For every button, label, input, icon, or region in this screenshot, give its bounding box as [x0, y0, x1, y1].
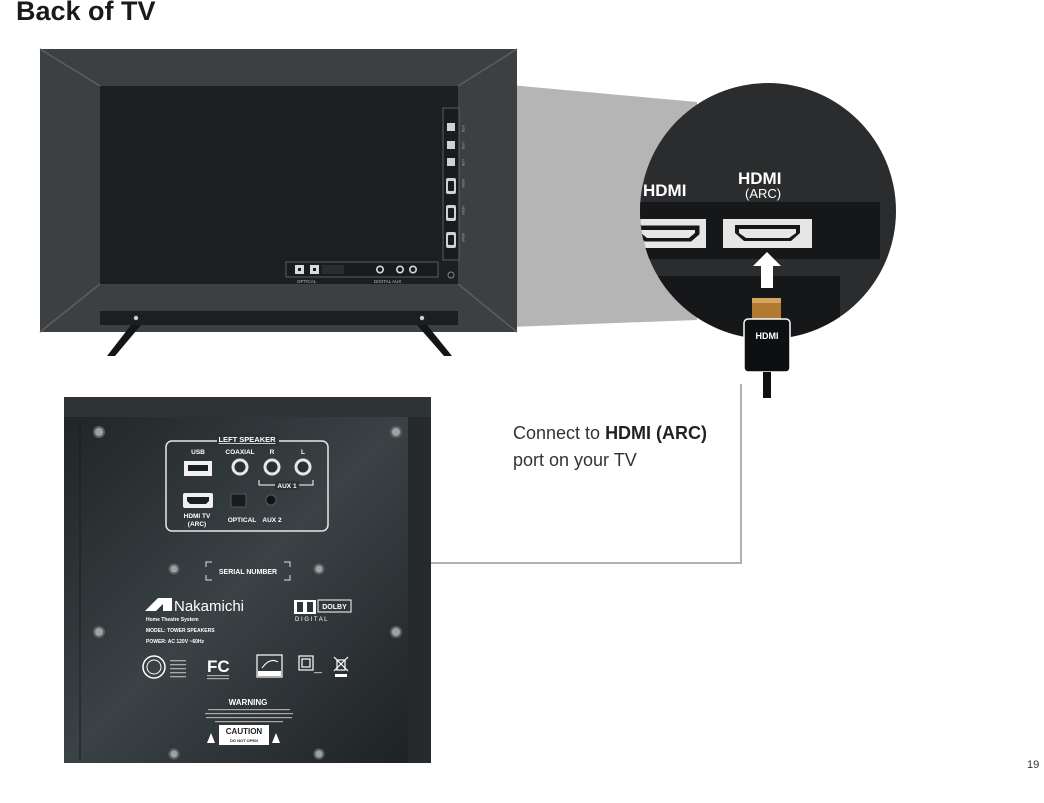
- tv-optical-label: OPTICAL: [297, 279, 317, 284]
- zoom-arc-label: (ARC): [745, 186, 781, 201]
- caution-subtitle: DO NOT OPEN: [230, 738, 258, 743]
- dolby-label: DOLBY: [322, 604, 347, 611]
- model-line: MODEL: TOWER SPEAKERS: [146, 628, 215, 634]
- zoom-hdmi-label: HDMI: [643, 181, 686, 200]
- plug-hdmi-label: HDMI: [756, 331, 779, 341]
- aux-l-jack-icon: [294, 458, 312, 476]
- instruction-part1: Connect to: [513, 423, 606, 443]
- tv-stand-bar: [100, 311, 458, 325]
- side-port-label: USB: [461, 125, 465, 133]
- screw-icon: [168, 748, 180, 760]
- warning-title: WARNING: [229, 698, 268, 707]
- tv-back: USB USB USB HDMI HDMI HDMI OPTICAL DIGIT…: [39, 48, 697, 356]
- aux1-label: AUX 1: [277, 483, 297, 490]
- aux-r-jack-icon: [263, 458, 281, 476]
- brand-name: Nakamichi: [174, 598, 244, 615]
- coaxial-label: COAXIAL: [225, 449, 254, 456]
- screw-icon: [93, 626, 105, 638]
- fcc-logo-icon: FC: [207, 657, 230, 676]
- nakamichi-logo-icon: [145, 598, 172, 611]
- screw-icon: [313, 748, 325, 760]
- caution-title: CAUTION: [226, 727, 263, 736]
- aux2-label: AUX 2: [262, 517, 282, 524]
- screw-icon: [168, 563, 180, 575]
- tv-digital-aux-label: DIGITAL AUX: [374, 279, 401, 284]
- hazard-triangle-icon: [207, 733, 215, 743]
- side-port-label: HDMI: [461, 206, 465, 215]
- aux2-jack-icon: [265, 494, 277, 506]
- serial-number-label: SERIAL NUMBER: [219, 569, 277, 576]
- instruction-hdmi-arc: HDMI (ARC): [605, 423, 708, 443]
- arrow-up-icon: [753, 252, 781, 288]
- r-label: R: [270, 449, 275, 456]
- l-label: L: [301, 449, 305, 456]
- screw-icon: [390, 426, 402, 438]
- side-port-label: USB: [461, 159, 465, 167]
- usb-port-icon: [447, 123, 455, 131]
- usb-port-icon: [447, 158, 455, 166]
- plug-body: [743, 318, 791, 373]
- screw-icon: [93, 426, 105, 438]
- speaker-back-panel: LEFT SPEAKER USB COAXIAL R L AUX 1 HDMI …: [64, 397, 431, 763]
- product-line: Home Theatre System: [146, 617, 199, 623]
- usb-port-icon: [447, 141, 455, 149]
- hdmi-arc-label: (ARC): [188, 521, 206, 528]
- plug-cable: [763, 372, 771, 398]
- screw-icon: [313, 563, 325, 575]
- energy-star-icon: [256, 654, 283, 678]
- zoom-hdmi-arc-label: HDMI: [738, 169, 781, 188]
- panel-screws: [93, 426, 402, 760]
- page-title: Back of TV: [16, 0, 156, 26]
- tv-leg: [107, 325, 141, 356]
- tv-screen-area: [100, 86, 458, 284]
- weee-bin-icon: [333, 656, 349, 672]
- zoom-circle: HDMI HDMI (ARC): [640, 83, 896, 339]
- tv-leg: [417, 325, 452, 356]
- zoom-cone: [510, 85, 697, 327]
- audio-jack-icon: [395, 265, 404, 274]
- hazard-triangle-icon: [272, 733, 280, 743]
- hdmi-plug: HDMI: [743, 298, 791, 398]
- left-speaker-label: LEFT SPEAKER: [218, 435, 276, 444]
- instruction-text: Connect to HDMI (ARC) port on your TV: [513, 420, 707, 474]
- dolby-digital-label: D I G I T A L: [295, 617, 328, 623]
- side-port-label: HDMI: [461, 179, 465, 188]
- instruction-part2: port on your TV: [513, 450, 637, 470]
- etl-mark-icon: [142, 655, 166, 679]
- caution-box: [219, 725, 269, 745]
- screw-icon: [447, 271, 455, 279]
- coaxial-jack-icon: [231, 458, 249, 476]
- page-number: 19: [1027, 759, 1040, 771]
- optical-port-icon: [230, 493, 247, 508]
- audio-jack-icon: [375, 265, 384, 274]
- usb-label: USB: [191, 449, 205, 456]
- audio-jack-icon: [408, 265, 417, 274]
- screw-icon: [390, 626, 402, 638]
- side-port-label: USB: [461, 142, 465, 150]
- hdmi-tv-label: HDMI TV: [184, 513, 211, 520]
- optical-label: OPTICAL: [228, 517, 257, 524]
- plug-tip: [752, 298, 781, 319]
- side-port-label: HDMI: [461, 233, 465, 242]
- power-line: POWER: AC 120V ~60Hz: [146, 639, 205, 645]
- double-insulation-icon: [298, 655, 314, 671]
